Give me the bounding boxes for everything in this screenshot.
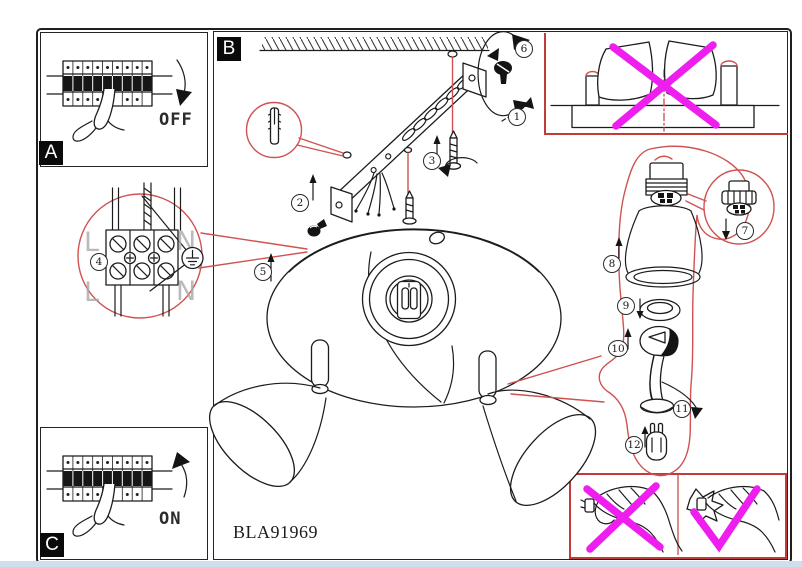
wall-plug-detail — [245, 101, 344, 159]
step-6-number: 6 — [520, 43, 528, 55]
exploded-view-leaders — [507, 355, 605, 403]
terminal-label-l-top: L — [84, 227, 99, 258]
step-marker-6: 6 — [515, 40, 533, 58]
thumb-screw — [307, 219, 327, 237]
bulb-handling-panel — [569, 473, 787, 559]
mounting-bracket — [330, 62, 487, 223]
step-marker-7: 7 — [736, 222, 754, 240]
threaded-ring-part — [636, 298, 681, 322]
alignment-lines — [407, 56, 454, 196]
step-3-number: 3 — [428, 155, 436, 167]
on-arrow — [172, 452, 190, 498]
screw-step3 — [438, 130, 478, 177]
step-marker-4: 4 — [90, 253, 108, 271]
pointing-finger — [72, 88, 125, 142]
terminal-block-detail: L N L N — [77, 182, 308, 319]
panel-b-letter: B — [222, 38, 236, 59]
step-marker-1: 1 — [508, 108, 526, 126]
wrong-orientation-drawing — [550, 40, 780, 132]
earth-icon — [181, 246, 204, 270]
step-12-number: 12 — [627, 439, 641, 451]
cloth-hand-drawing — [686, 485, 780, 553]
step-marker-9: 9 — [617, 297, 635, 315]
step-marker-12: 12 — [625, 436, 643, 454]
exploded-view — [598, 145, 775, 477]
step-1-number: 1 — [513, 111, 521, 123]
step-7-number: 7 — [741, 225, 749, 237]
step-marker-3: 3 — [423, 152, 441, 170]
circuit-breaker-row — [46, 60, 173, 142]
step-arrows — [267, 135, 632, 350]
mains-wires — [354, 172, 396, 217]
step-4-number: 4 — [95, 256, 103, 268]
spot-arm-part — [639, 325, 703, 419]
breaker-on-text: ON — [159, 509, 182, 529]
panel-b-label: B — [217, 37, 241, 61]
panel-a — [40, 32, 208, 167]
product-code: BLA91969 — [233, 522, 318, 542]
step-marker-5: 5 — [254, 263, 272, 281]
step-9-number: 9 — [622, 300, 630, 312]
socket-ring-detail — [685, 169, 775, 245]
terminal-label-l-bottom: L — [84, 277, 99, 308]
step-marker-11: 11 — [673, 400, 691, 418]
halogen-bulb-part — [641, 422, 668, 461]
panel-c — [40, 427, 208, 560]
lamp-holder-right — [478, 350, 497, 406]
step-marker-10: 10 — [608, 340, 628, 357]
screw-step2 — [402, 190, 417, 225]
wrong-orientation-panel — [544, 33, 788, 135]
step-2-number: 2 — [296, 197, 304, 209]
panel-a-letter: A — [44, 142, 58, 163]
lamp-shade-right — [482, 389, 597, 507]
panel-c-label: C — [40, 533, 64, 557]
glass-shade-part — [624, 205, 703, 288]
step-marker-8: 8 — [603, 255, 621, 273]
panel-c-letter: C — [45, 534, 59, 555]
ceiling-hatch — [259, 37, 490, 58]
lamp-holder-left — [310, 339, 330, 395]
check-mark-icon — [690, 485, 761, 553]
terminal-label-n-bottom: N — [176, 276, 196, 307]
step-10-number: 10 — [611, 342, 625, 355]
panel-a-label: A — [39, 141, 63, 165]
step-marker-2: 2 — [291, 194, 309, 212]
off-arrow — [176, 59, 192, 106]
cross-mark-small-icon — [583, 482, 664, 553]
breaker-off-text: OFF — [159, 110, 193, 130]
cross-mark-icon — [609, 41, 720, 130]
window-footer-strip — [0, 561, 802, 567]
step-11-number: 11 — [675, 403, 689, 415]
lamp-shade-left — [208, 382, 327, 488]
socket-part — [645, 155, 688, 207]
bare-hand-drawing — [580, 482, 683, 553]
step-5-number: 5 — [259, 266, 267, 278]
step-8-number: 8 — [608, 258, 616, 270]
bulb-handling-divider — [677, 475, 679, 555]
